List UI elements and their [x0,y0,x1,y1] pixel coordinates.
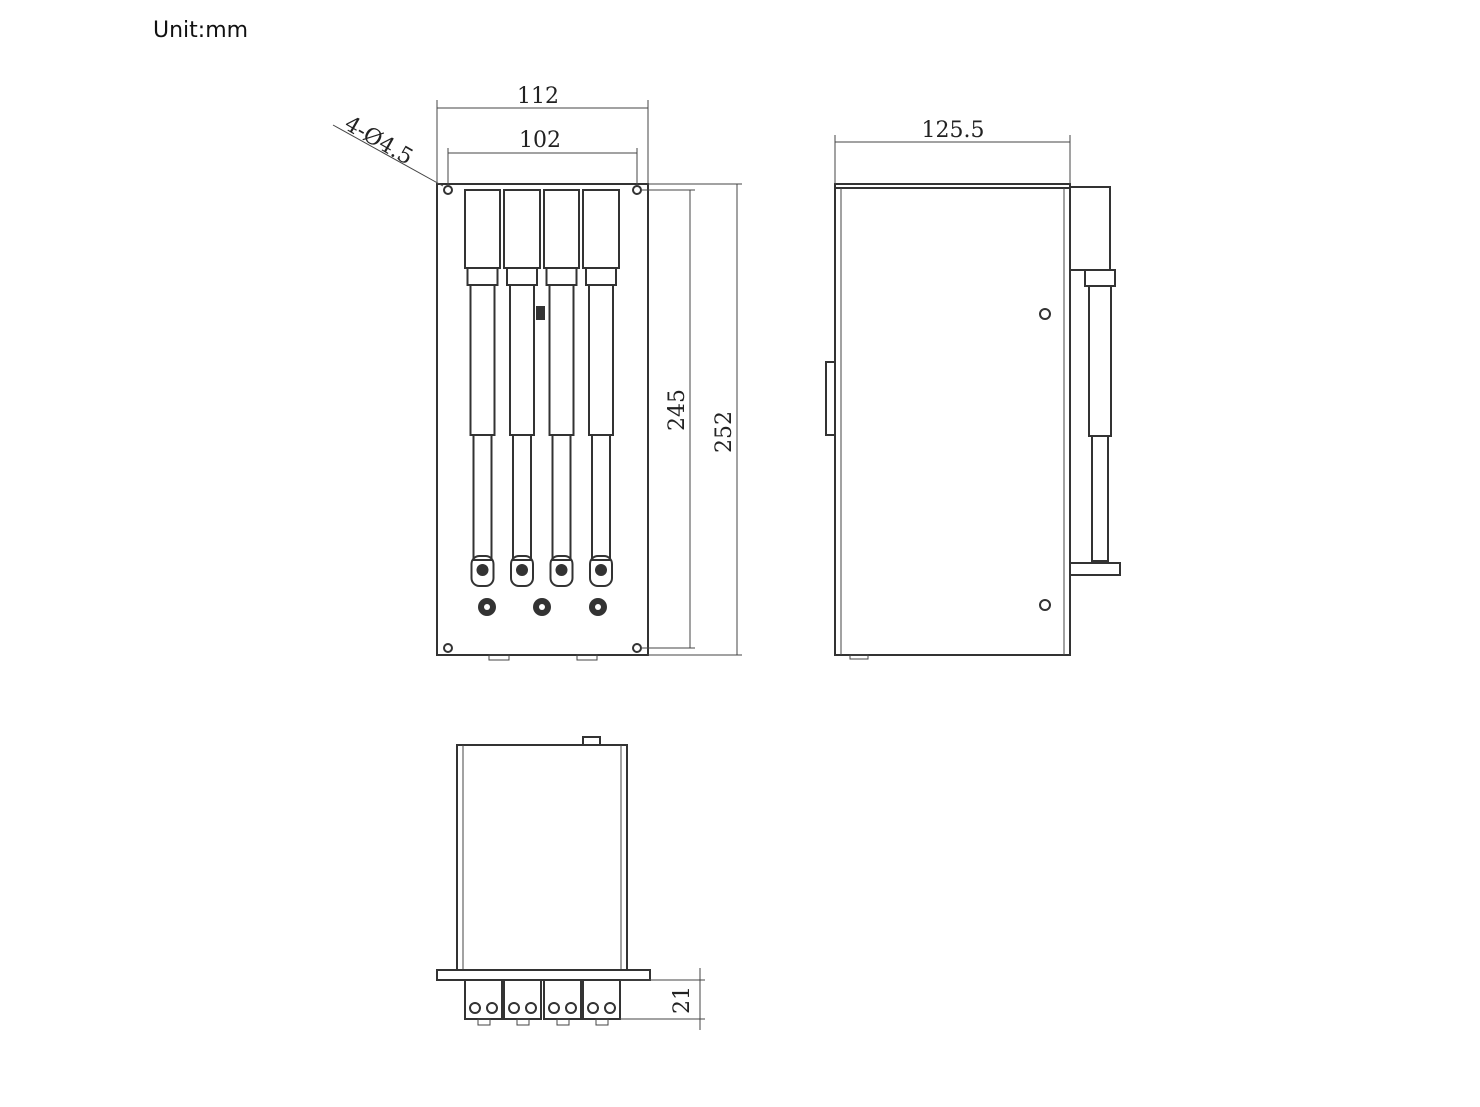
dim-hole-spec: 4-Ø4.5 [340,112,417,171]
side-handle [825,361,836,436]
knobs [478,598,607,616]
front-view: 112 102 4-Ø4.5 245 252 [332,84,742,661]
pump-head [503,979,542,1026]
dim-252: 252 [712,411,737,453]
side-view: 125.5 [825,118,1121,660]
pump-channel [503,189,541,587]
pump-channel [464,189,501,587]
dim-112: 112 [517,84,559,109]
pump-channel [582,189,620,587]
pump-head [582,979,621,1026]
hole-leader [332,124,444,187]
center-latch [536,306,545,320]
pump-head [464,979,503,1026]
bottom-view: 21 [436,736,705,1030]
unit-label: Unit:mm [153,18,249,43]
dim-125-5: 125.5 [922,118,985,143]
dim-245: 245 [665,389,690,431]
pump-heads [464,979,621,1026]
front-plate [436,183,649,656]
dim-102: 102 [519,128,561,153]
pump-channels [464,189,620,587]
pump-channel [543,189,580,587]
dim-21: 21 [670,986,695,1014]
pump-head [543,979,582,1026]
